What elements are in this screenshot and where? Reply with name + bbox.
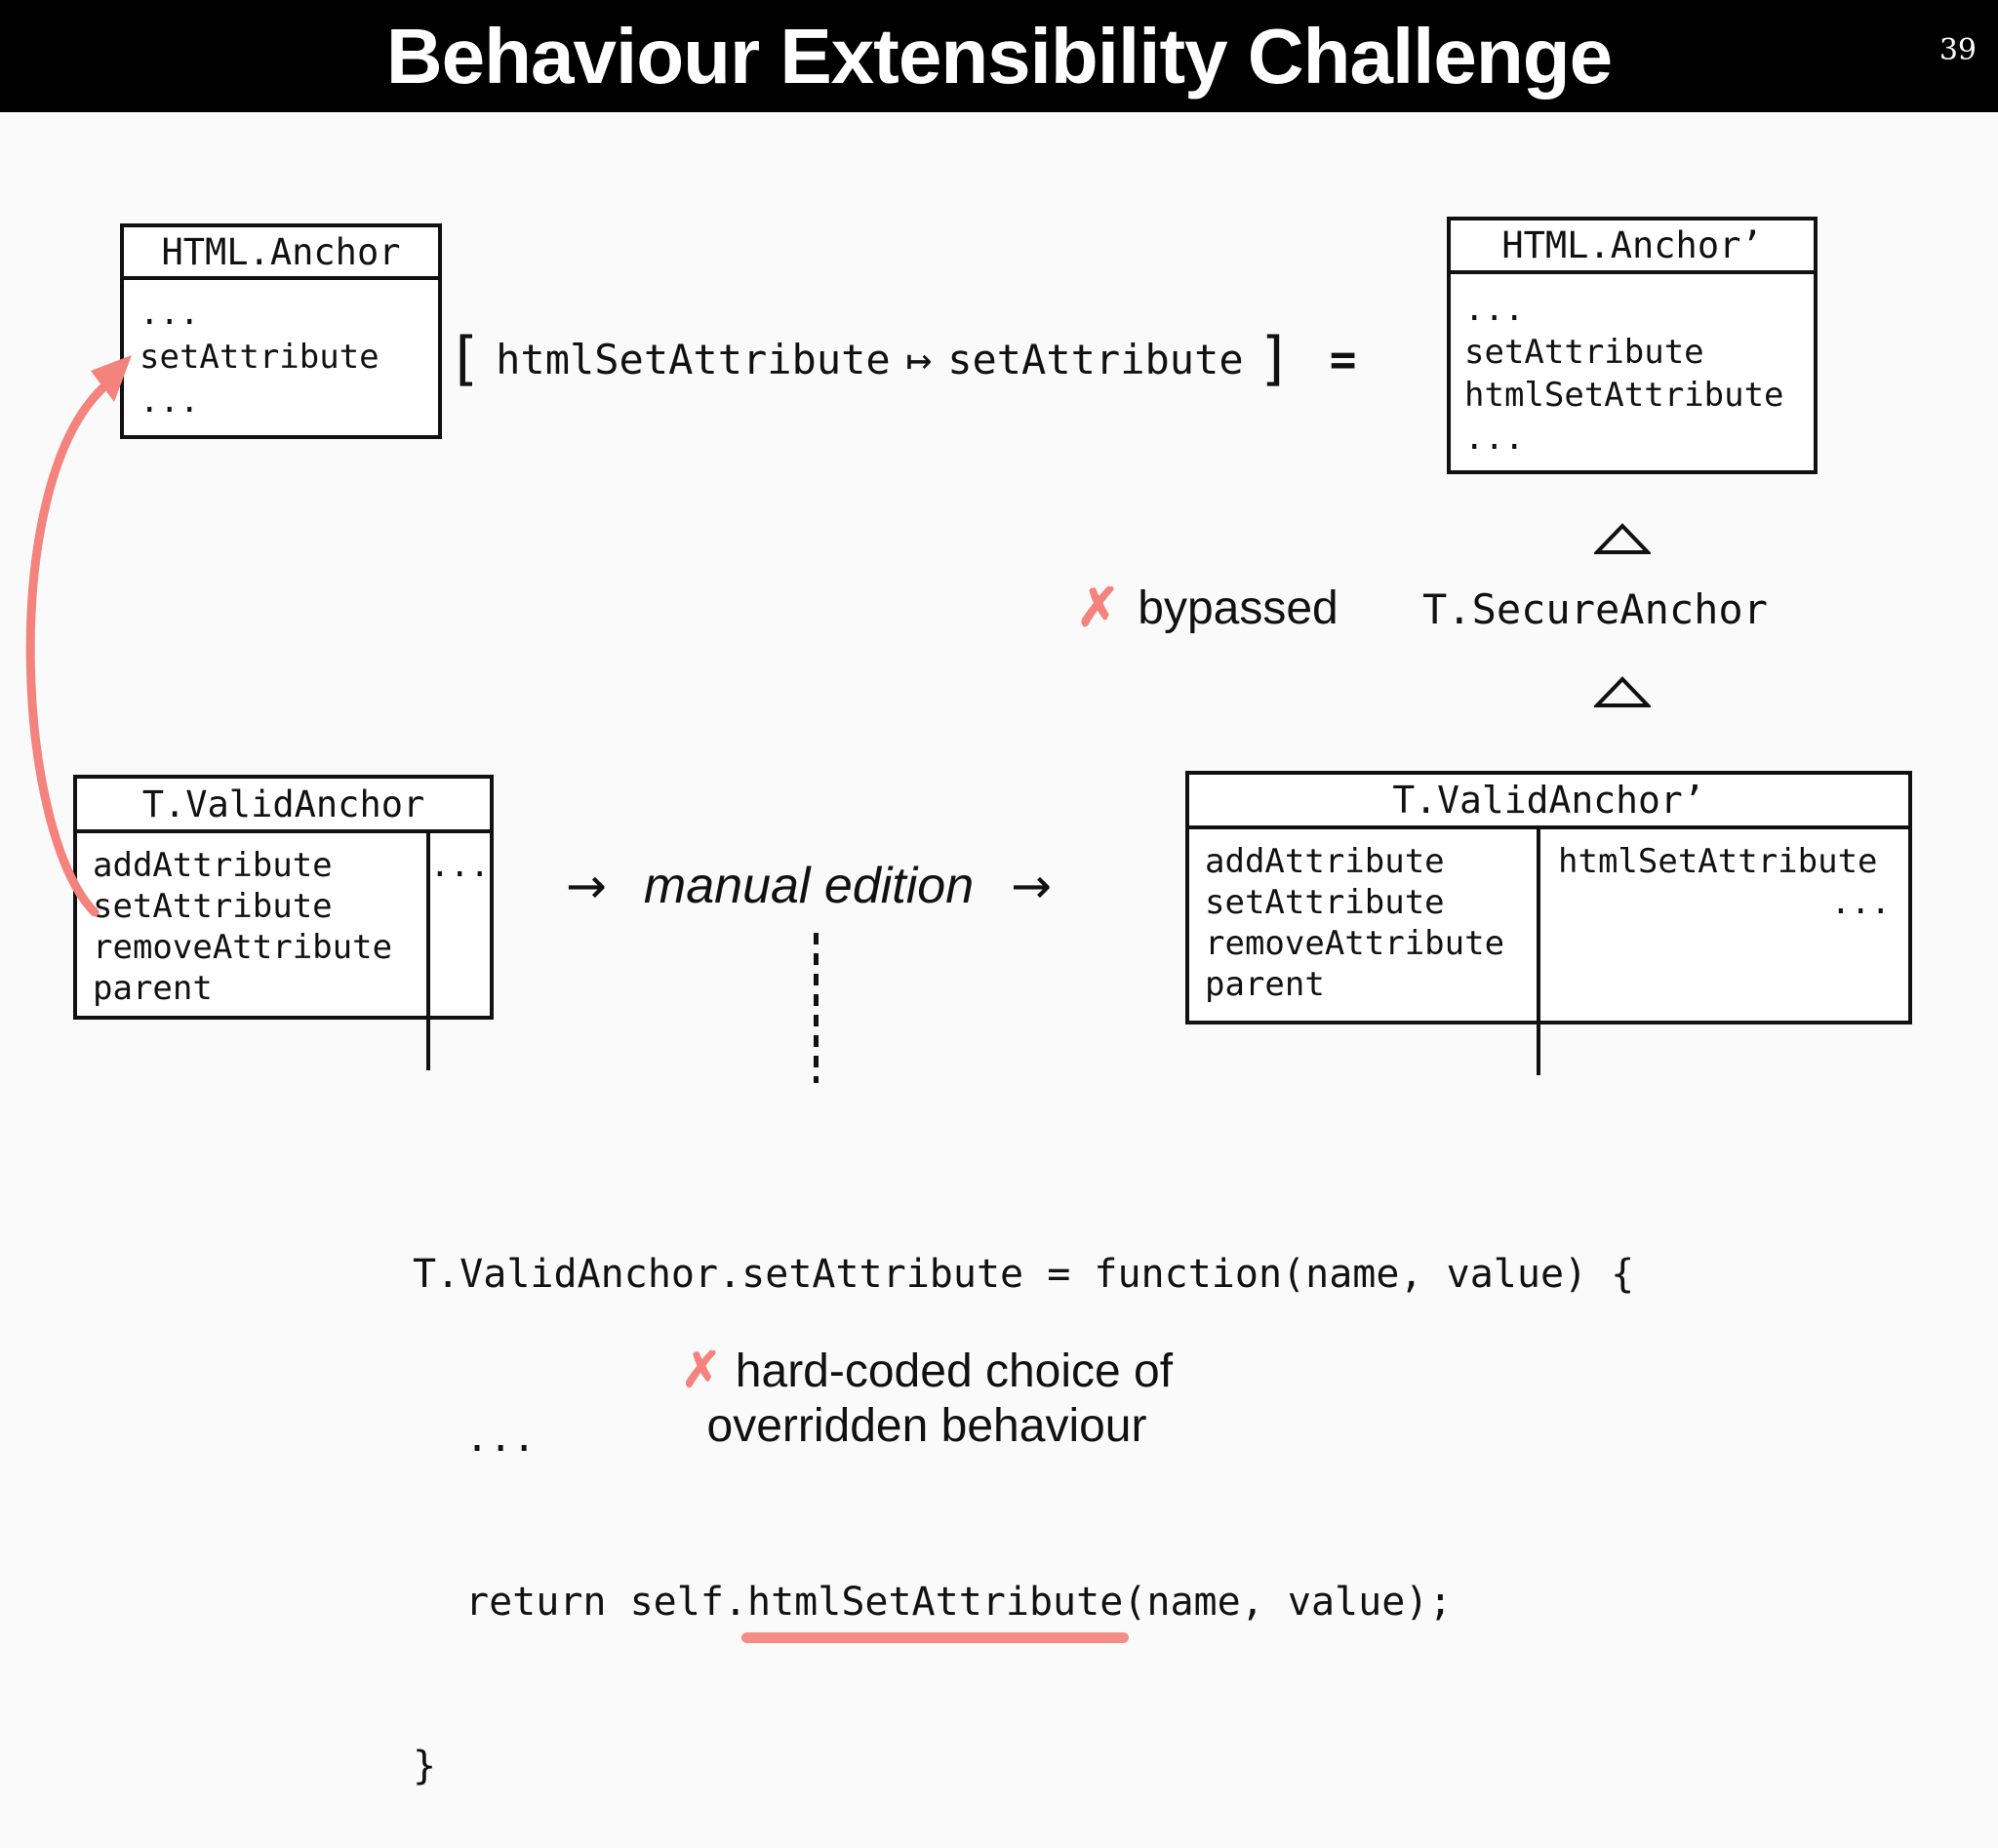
manual-edition-flow: → manual edition → xyxy=(566,855,1052,917)
class-title: T.ValidAnchor xyxy=(77,779,490,833)
close-bracket: ] xyxy=(1257,325,1293,393)
manual-edition-label: manual edition xyxy=(643,858,975,914)
expression-rhs: setAttribute xyxy=(947,335,1244,383)
method-label: addAttribute xyxy=(93,846,333,885)
class-body: ... setAttribute... xyxy=(124,280,438,423)
inheritance-triangle-icon xyxy=(1594,523,1651,554)
override-arrow-icon xyxy=(25,355,132,917)
code-line: return self.htmlSetAttribute(name, value… xyxy=(413,1575,1634,1643)
method-label: setAttribute xyxy=(1205,883,1445,922)
code-block: T.ValidAnchor.setAttribute = function(na… xyxy=(413,1138,1634,1848)
method-label: ... xyxy=(1464,419,1525,458)
page-title: Behaviour Extensibility Challenge xyxy=(385,12,1613,100)
caption-text-1: hard-coded choice of xyxy=(735,1346,1174,1397)
slide: { "header": { "title": "Behaviour Extens… xyxy=(0,0,1998,1788)
rename-expression: [ htmlSetAttribute ↦ setAttribute] = xyxy=(447,320,1356,398)
cross-icon: ✗ xyxy=(680,1343,722,1397)
code-line: } xyxy=(413,1744,437,1788)
class-box-html-anchor-prime: HTML.Anchor’ ... setAttribute htmlSetAttri… xyxy=(1447,217,1818,474)
hard-coded-caption: ✗ hard-coded choice of overridden behavio… xyxy=(527,1345,1327,1454)
method-label: removeAttribute xyxy=(1205,924,1505,963)
bypassed-annotation: ✗ bypassed xyxy=(1076,578,1339,638)
dashed-connector xyxy=(814,933,819,1083)
method-label: setAttribute xyxy=(140,338,380,377)
secure-anchor-class-label: T.SecureAnchor xyxy=(1422,585,1769,633)
method-label: addAttribute xyxy=(1205,842,1445,881)
maps-to-icon: ↦ xyxy=(905,334,933,384)
more-cell: ... xyxy=(425,833,490,1070)
method-label: ... xyxy=(1830,883,1891,922)
right-arrow-icon: → xyxy=(1011,858,1053,914)
method-label: parent xyxy=(1205,965,1325,1004)
method-label: ... xyxy=(1464,290,1525,329)
method-label: ... xyxy=(140,294,200,333)
method-label: setAttribute xyxy=(1464,333,1704,372)
code-return-prefix: return self. xyxy=(465,1580,747,1625)
added-methods-cell: htmlSetAttribute... xyxy=(1537,829,1908,1075)
expression-lhs: htmlSetAttribute xyxy=(496,335,891,383)
method-label: removeAttribute xyxy=(93,928,393,967)
equals-sign: = xyxy=(1329,333,1357,385)
method-label: ... xyxy=(140,382,200,421)
highlighted-call: htmlSetAttribute xyxy=(740,1575,1130,1643)
class-title: HTML.Anchor’ xyxy=(1451,221,1814,274)
cross-icon: ✗ xyxy=(1076,579,1121,637)
inheritance-triangle-icon xyxy=(1594,676,1651,707)
caption-text-2: overridden behaviour xyxy=(706,1400,1147,1452)
caption-line-1: ✗ hard-coded choice of xyxy=(527,1345,1327,1399)
method-label: htmlSetAttribute xyxy=(1464,376,1784,415)
code-line: T.ValidAnchor.setAttribute = function(na… xyxy=(413,1252,1635,1297)
class-box-html-anchor: HTML.Anchor ... setAttribute... xyxy=(120,223,442,439)
class-title: HTML.Anchor xyxy=(124,227,438,280)
class-title: T.ValidAnchor’ xyxy=(1189,775,1908,829)
class-body: ... setAttribute htmlSetAttribute... xyxy=(1451,274,1814,460)
page-number: 39 xyxy=(1938,33,1977,67)
title-bar: Behaviour Extensibility Challenge 39 xyxy=(0,0,1998,112)
method-label: parent xyxy=(93,969,213,1008)
bypassed-label: bypassed xyxy=(1138,582,1339,634)
code-line: ... xyxy=(465,1416,537,1461)
method-label: setAttribute xyxy=(93,887,333,926)
code-return-suffix: (name, value); xyxy=(1123,1580,1453,1625)
open-bracket: [ xyxy=(447,325,483,393)
right-arrow-icon: → xyxy=(566,858,607,914)
method-label: htmlSetAttribute xyxy=(1558,842,1878,881)
